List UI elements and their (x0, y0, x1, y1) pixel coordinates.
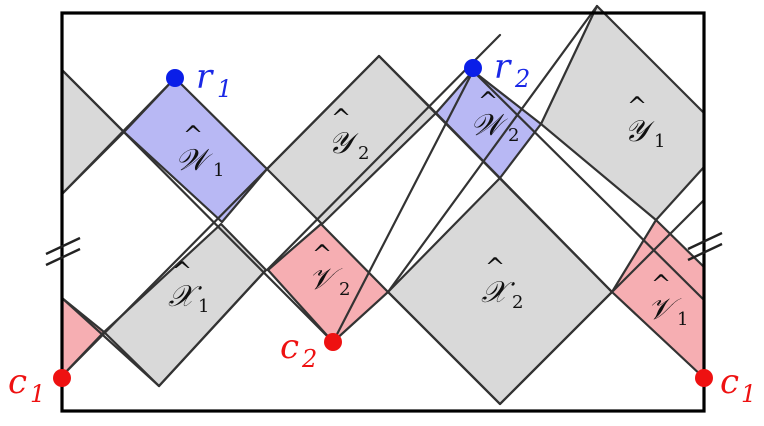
svg-text:1: 1 (217, 75, 232, 103)
svg-text:c: c (280, 327, 299, 367)
svg-text:2: 2 (514, 65, 530, 93)
svg-text:^: ^ (331, 104, 351, 132)
region-left-corner (60, 296, 106, 378)
point-r1 (166, 69, 184, 87)
null-line (331, 69, 475, 344)
svg-text:r: r (196, 57, 214, 97)
null-line (471, 69, 706, 302)
svg-text:1: 1 (30, 380, 45, 408)
svg-text:c: c (8, 362, 27, 402)
svg-text:1: 1 (654, 131, 665, 152)
null-line (265, 33, 502, 272)
svg-text:1: 1 (677, 309, 688, 330)
svg-text:2: 2 (339, 279, 350, 300)
svg-text:2: 2 (508, 125, 519, 146)
svg-text:1: 1 (213, 160, 224, 181)
svg-text:c: c (720, 362, 739, 402)
point-c1-left (53, 369, 71, 387)
null-line (157, 268, 268, 388)
svg-text:r: r (494, 47, 512, 87)
svg-text:^: ^ (627, 92, 647, 120)
null-line (386, 290, 502, 406)
svg-text:^: ^ (478, 87, 498, 115)
null-line (265, 54, 381, 171)
region-left-edge (60, 68, 126, 196)
svg-text:^: ^ (312, 240, 332, 268)
label-c1-right: c 1 (720, 362, 756, 408)
svg-text:2: 2 (301, 345, 317, 373)
svg-text:1: 1 (741, 380, 756, 408)
null-line (498, 290, 614, 406)
svg-text:2: 2 (512, 292, 523, 313)
svg-text:1: 1 (198, 296, 209, 317)
point-c2 (324, 333, 342, 351)
svg-text:^: ^ (183, 121, 203, 149)
region-Y1 (539, 4, 706, 222)
point-r2 (464, 59, 482, 77)
label-r1: r 1 (196, 57, 232, 103)
svg-text:^: ^ (485, 253, 505, 281)
boundary-frame (60, 11, 706, 413)
null-line (60, 167, 269, 378)
point-c1-right (695, 369, 713, 387)
label-c2: c 2 (280, 327, 317, 373)
svg-text:^: ^ (172, 257, 192, 285)
null-line (610, 198, 706, 294)
svg-text:2: 2 (358, 143, 369, 164)
null-line (60, 76, 177, 196)
svg-text:^: ^ (651, 270, 671, 298)
null-line (60, 68, 335, 344)
null-line (60, 296, 161, 388)
identification-mark-right (687, 231, 723, 262)
label-r2: r 2 (494, 47, 530, 93)
label-c1-left: c 1 (8, 362, 45, 408)
null-line (386, 4, 599, 294)
identification-mark-left (45, 236, 81, 267)
null-line (377, 54, 614, 294)
